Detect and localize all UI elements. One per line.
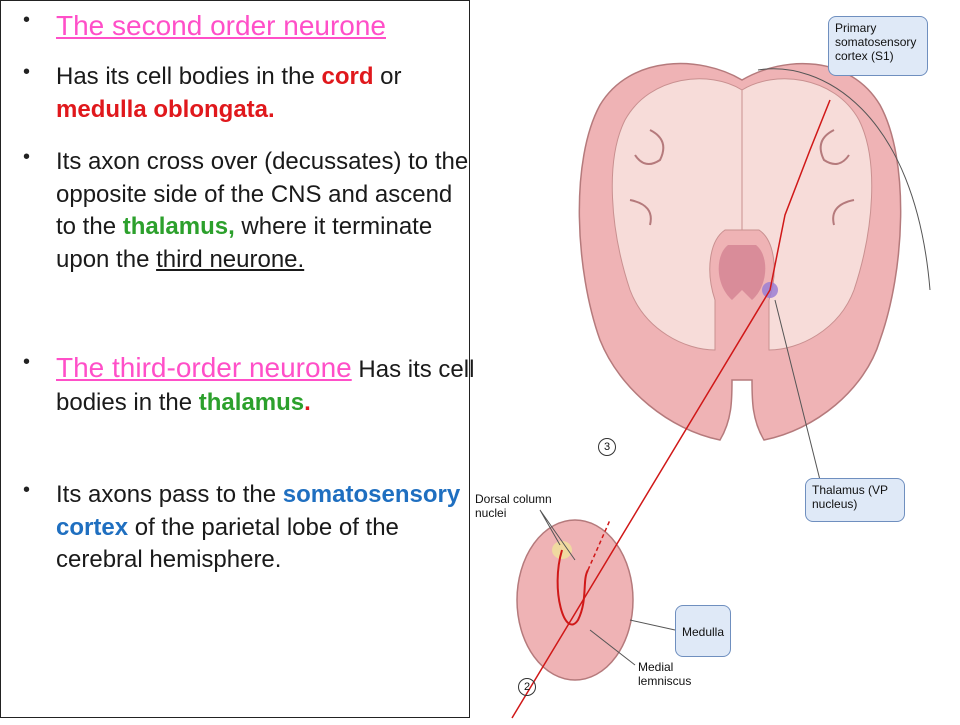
thalamus-right — [742, 245, 766, 300]
sensory-pathway-diagram: Primary somatosensory cortex (S1) Thalam… — [470, 0, 960, 720]
callout-leader-line — [629, 619, 676, 631]
term-cord: cord — [321, 63, 374, 90]
bullet-dot: • — [23, 61, 31, 83]
bullet-text: The second order neurone — [56, 9, 476, 45]
callout-leader-line — [757, 68, 931, 291]
text-run: Its axons pass to the — [56, 481, 283, 508]
label-medial-lemniscus: Medial lemniscus — [638, 660, 692, 688]
bullet-dot: • — [23, 146, 31, 168]
text-run: Has its cell bodies in the — [56, 63, 322, 90]
text-run: or — [373, 63, 402, 90]
text-run: Its axon cross over (decussates) to the … — [56, 148, 469, 240]
white-matter-left — [611, 78, 743, 351]
callout-primary-somatosensory-cortex: Primary somatosensory cortex (S1) — [828, 16, 928, 76]
text-run: Has its cell bodies in the — [56, 356, 475, 416]
number-3-marker: 3 — [598, 438, 616, 456]
bullet-text: The third-order neurone Has its cell bod… — [56, 351, 476, 419]
sulcus — [629, 199, 652, 226]
medial-lemniscus-fiber — [587, 519, 611, 571]
callout-leader-line — [774, 299, 821, 481]
sulcus — [832, 199, 855, 226]
label-dorsal-column-nuclei: Dorsal column nuclei — [475, 492, 552, 520]
term-thalamus: thalamus — [198, 388, 305, 416]
term-third-neurone: third neurone. — [156, 245, 305, 273]
bullet-text: Has its cell bodies in the cord or medul… — [56, 61, 476, 126]
heading-second-order: The second order neurone — [56, 10, 386, 41]
bullet-dot: • — [23, 351, 31, 373]
sulcus — [634, 129, 665, 165]
text-run: where it terminate upon the — [56, 213, 433, 273]
thalamus-left — [718, 245, 742, 300]
text-run: , — [228, 213, 235, 240]
heading-third-order: The third-order neurone — [56, 352, 352, 383]
callout-thalamus: Thalamus (VP nucleus) — [805, 478, 905, 522]
brain-illustration — [511, 62, 931, 719]
bullet-dot: • — [23, 479, 31, 501]
term-thalamus: thalamus — [122, 213, 229, 240]
bullet-dot: • — [23, 9, 31, 31]
ascending-pathway-line — [511, 99, 831, 719]
text-run: . — [268, 95, 275, 123]
text-run: of the parietal lobe of the cerebral hem… — [56, 513, 399, 574]
callout-medulla: Medulla — [675, 605, 731, 657]
text-run: . — [304, 388, 311, 416]
term-somatosensory-cortex: somatosensory cortex — [56, 481, 461, 541]
medulla-section — [516, 519, 634, 681]
decussating-fiber — [556, 549, 589, 626]
white-matter-right — [741, 78, 873, 351]
medulla-outline — [516, 519, 634, 681]
text-panel: • The second order neurone • Has its cel… — [0, 0, 474, 718]
bullet-text: Its axons pass to the somatosensory cort… — [56, 479, 476, 577]
callout-leader-line — [589, 629, 636, 666]
callout-leader-line — [539, 509, 576, 561]
sulcus — [819, 129, 850, 165]
brain-coronal-section — [578, 62, 902, 441]
number-2-marker: 2 — [518, 678, 536, 696]
term-medulla-oblongata: medulla oblongata — [56, 95, 269, 123]
bullet-text: Its axon cross over (decussates) to the … — [56, 146, 476, 276]
